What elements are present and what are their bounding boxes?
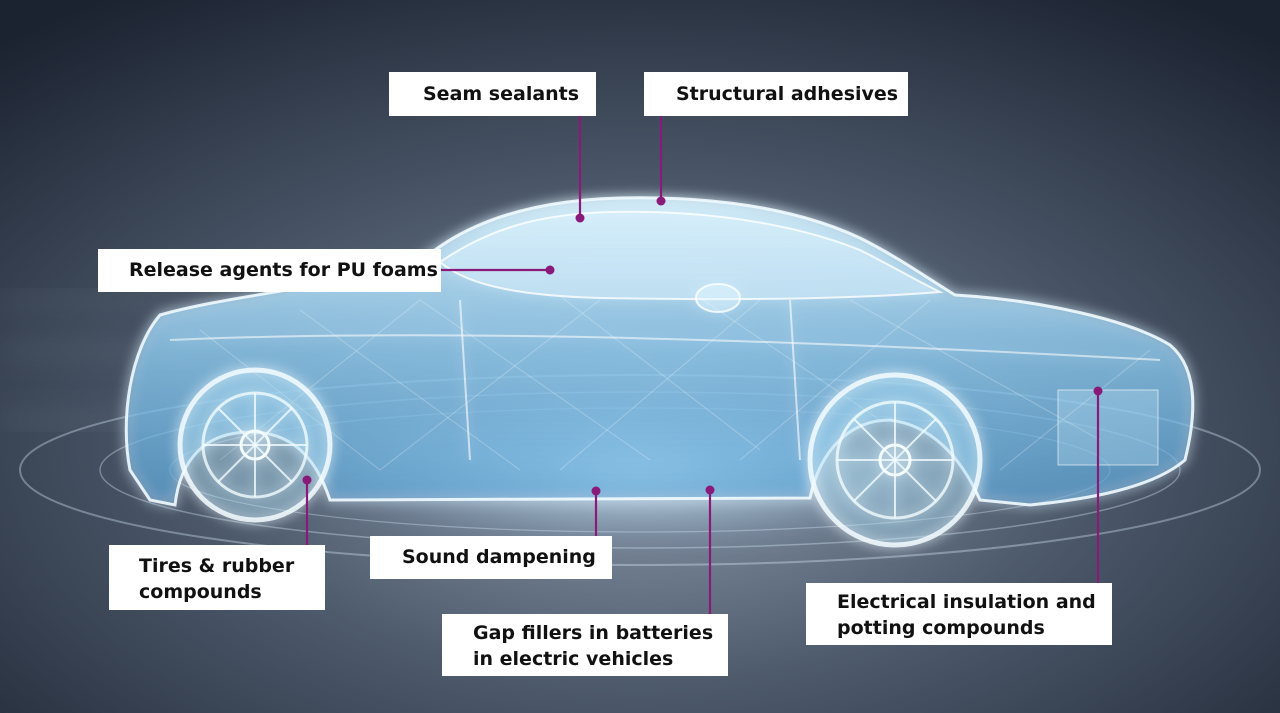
callout-text: Structural adhesives [676, 83, 899, 105]
callout-gap-fillers: Gap fillers in batteries in electric veh… [442, 614, 728, 676]
callout-text: Release agents for PU foams [129, 259, 438, 281]
callout-text-line1: Electrical insulation and [837, 591, 1096, 613]
callout-text-line1: Tires & rubber [139, 555, 295, 577]
callout-structural-adhesives: Structural adhesives [644, 72, 908, 116]
front-wheel [807, 372, 983, 548]
callout-sound-dampening: Sound dampening [370, 536, 612, 579]
callout-text-line2: compounds [139, 581, 262, 603]
callout-text-line1: Gap fillers in batteries [473, 622, 714, 644]
callout-text-line2: in electric vehicles [473, 648, 674, 670]
callout-text: Seam sealants [423, 83, 580, 105]
callout-tires-rubber: Tires & rubber compounds [109, 545, 325, 610]
rear-wheel [177, 367, 333, 523]
callout-release-agents: Release agents for PU foams [98, 249, 441, 292]
front-grille [1057, 389, 1159, 466]
callout-text-line2: potting compounds [837, 617, 1045, 639]
callout-electrical-insulation: Electrical insulation and potting compou… [806, 583, 1112, 645]
callout-seam-sealants: Seam sealants [389, 72, 596, 116]
callout-text: Sound dampening [402, 546, 596, 568]
